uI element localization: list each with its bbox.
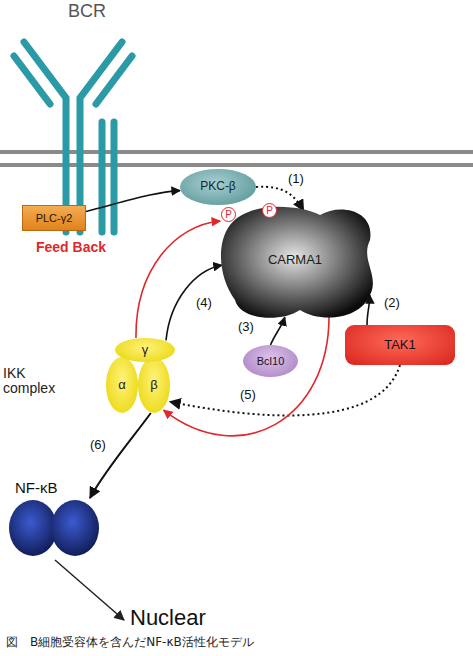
transcription-factor: NF-κB — [5, 478, 105, 558]
callout-number: (2) — [384, 296, 400, 310]
phospho-mark: P — [262, 203, 277, 218]
signal-arrow — [86, 191, 180, 212]
phospho-mark: P — [221, 207, 236, 222]
receptor-label: BCR — [68, 2, 106, 22]
nuclear-arrow — [55, 560, 124, 620]
callout-number: (5) — [240, 388, 256, 402]
complex-label: IKK complex — [3, 366, 61, 397]
node-label: β — [150, 378, 157, 392]
node-label: PLC-γ2 — [36, 212, 73, 224]
signal-arrow — [166, 265, 222, 340]
callout-number: (1) — [288, 172, 304, 186]
node-label: Bcl10 — [257, 355, 285, 367]
kinase-ellipse: PKC-β — [180, 169, 256, 205]
adaptor-ellipse: Bcl10 — [243, 345, 298, 377]
signal-arrow — [271, 317, 285, 345]
node-label: NF-κB — [15, 480, 58, 497]
signal-arrow — [136, 221, 220, 338]
feedback-label: Feed Back — [36, 240, 106, 255]
signal-arrow — [164, 315, 329, 436]
signal-arrow — [90, 413, 151, 498]
kinase-box: TAK1 — [345, 325, 455, 365]
node-label: TAK1 — [384, 338, 416, 352]
ikk-subunit: β — [138, 357, 170, 413]
figure-caption: 図 B細胞受容体を含んだNF-κB活性化モデル — [6, 636, 254, 649]
callout-number: (6) — [90, 438, 106, 452]
node-label: γ — [142, 343, 149, 357]
membrane-line — [0, 150, 473, 154]
node-label: CARMA1 — [268, 253, 322, 267]
ikk-subunit: α — [106, 357, 138, 413]
node-label: α — [118, 378, 126, 392]
callout-number: (4) — [196, 296, 212, 310]
compartment-label: Nuclear — [130, 606, 206, 630]
node-label: PKC-β — [200, 180, 236, 193]
enzyme-box: PLC-γ2 — [22, 205, 86, 231]
callout-number: (3) — [238, 320, 254, 334]
membrane-line — [0, 163, 473, 167]
ikk-subunit: γ — [115, 338, 175, 362]
